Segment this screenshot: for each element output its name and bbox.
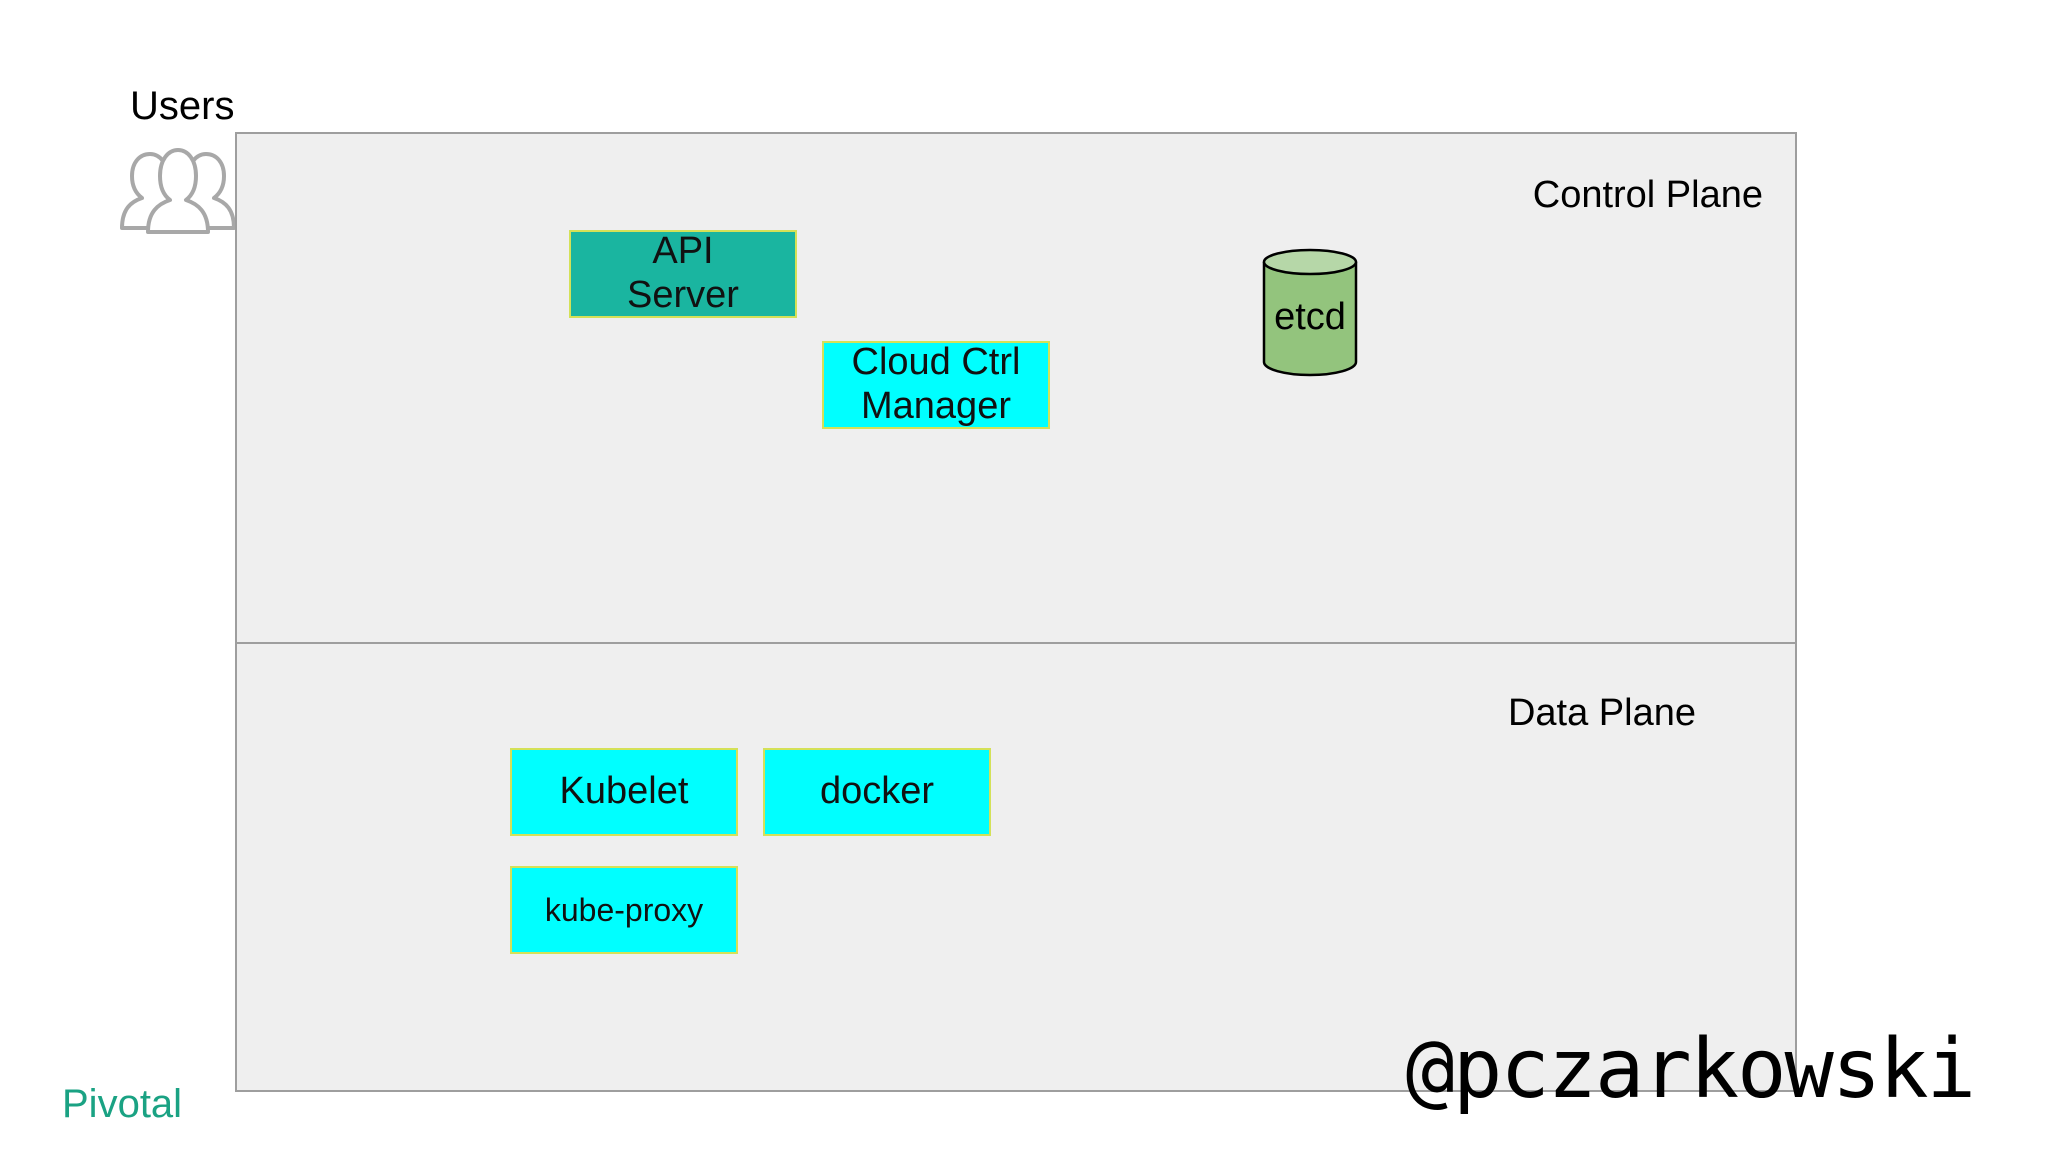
api-server-label-line2: Server <box>627 274 739 316</box>
data-plane-title: Data Plane <box>1507 692 1696 734</box>
api-server-box: API Server <box>569 230 797 318</box>
docker-label: docker <box>819 770 935 813</box>
twitter-handle: @pczarkowski <box>1405 1022 1976 1117</box>
cloud-ctrl-manager-label-line2: Manager <box>861 385 1011 427</box>
kube-proxy-box: kube-proxy <box>510 866 738 954</box>
database-cylinder-icon <box>1262 248 1358 377</box>
docker-box: docker <box>763 748 991 836</box>
control-plane-title: Control Plane <box>1532 174 1763 216</box>
kubelet-label: Kubelet <box>559 770 689 813</box>
etcd-cylinder: etcd <box>1262 248 1358 378</box>
kube-proxy-label: kube-proxy <box>544 891 704 928</box>
users-icon <box>120 148 236 234</box>
cloud-ctrl-manager-box: Cloud Ctrl Manager <box>822 341 1050 429</box>
etcd-label: etcd <box>1274 296 1346 338</box>
api-server-label-line1: API <box>652 230 714 273</box>
pivotal-logo: Pivotal <box>62 1082 183 1126</box>
cloud-ctrl-manager-label-line1: Cloud Ctrl <box>851 341 1021 384</box>
data-plane-region: Data Plane <box>235 642 1797 1092</box>
kubelet-box: Kubelet <box>510 748 738 836</box>
users-label: Users <box>130 84 235 128</box>
